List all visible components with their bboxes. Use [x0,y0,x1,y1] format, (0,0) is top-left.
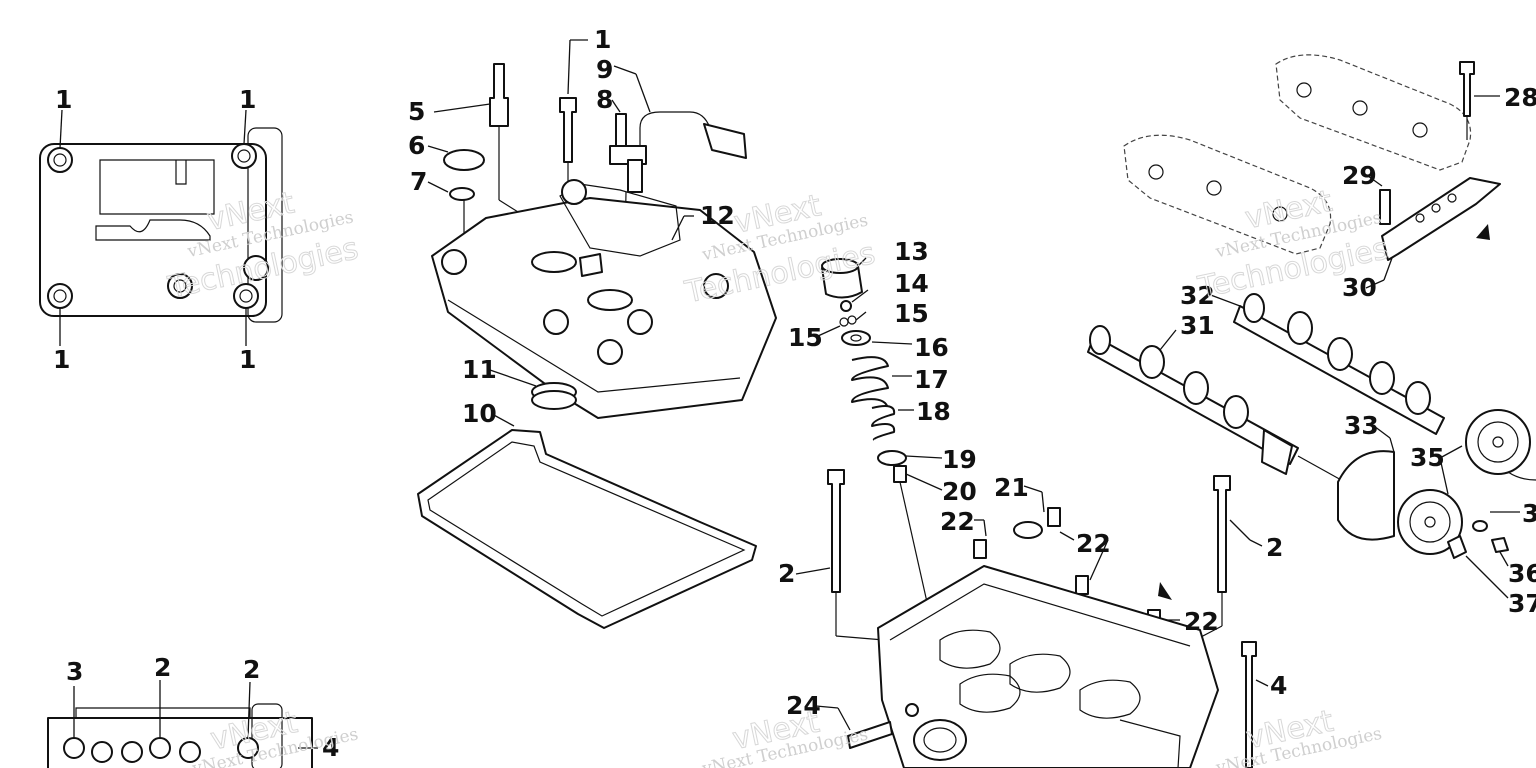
callout-21: 21 [994,473,1029,502]
callout-6: 6 [408,131,425,160]
cam-carrier-assembly [1123,54,1501,289]
callout-1-cover-bl: 1 [53,345,70,374]
callout-24: 24 [786,691,821,720]
callout-11: 11 [462,355,497,384]
callout-5: 5 [408,97,425,126]
cylinder-head-top-view [47,680,318,768]
callout-30: 30 [1342,273,1377,302]
callout-1-cover-br: 1 [239,345,256,374]
callout-8: 8 [596,85,613,114]
camshaft-assembly [1087,293,1536,599]
callout-2-right: 2 [1266,533,1283,562]
callout-15-left: 15 [788,323,823,352]
callout-9: 9 [596,55,613,84]
callout-22-c: 22 [1184,607,1219,636]
callout-2-head-a: 2 [154,653,171,682]
callout-28: 28 [1504,83,1536,112]
callout-4-bolt: 4 [1270,671,1287,700]
callout-2-left: 2 [778,559,795,588]
callout-22-a: 22 [940,507,975,536]
valve-train-stack [817,257,943,661]
callout-12: 12 [700,201,735,230]
callout-4-head: 4 [322,733,339,762]
callout-33: 33 [1344,411,1379,440]
callout-17: 17 [914,365,949,394]
callout-35: 35 [1410,443,1445,472]
callout-36: 36 [1508,559,1536,588]
callout-32: 32 [1180,281,1215,310]
callout-15-right: 15 [894,299,929,328]
callout-20: 20 [942,477,977,506]
callout-3-edge: 3 [1522,499,1536,528]
valve-cover-top-view [39,109,283,346]
callout-2-head-b: 2 [243,655,260,684]
callout-10: 10 [462,399,497,428]
cylinder-head-assembly [795,469,1269,768]
callout-16: 16 [914,333,949,362]
callout-7: 7 [410,167,427,196]
callout-1-cover-tr: 1 [239,85,256,114]
callout-1-cover-tl: 1 [55,85,72,114]
callout-1-bolt: 1 [594,25,611,54]
callout-31: 31 [1180,311,1215,340]
callout-3-head: 3 [66,657,83,686]
callout-22-b: 22 [1076,529,1111,558]
callout-18: 18 [916,397,951,426]
valve-cover-assembly [417,39,777,629]
callout-19: 19 [942,445,977,474]
callout-13: 13 [894,237,929,266]
callout-14: 14 [894,269,929,298]
callout-29: 29 [1342,161,1377,190]
callout-37: 37 [1508,589,1536,618]
